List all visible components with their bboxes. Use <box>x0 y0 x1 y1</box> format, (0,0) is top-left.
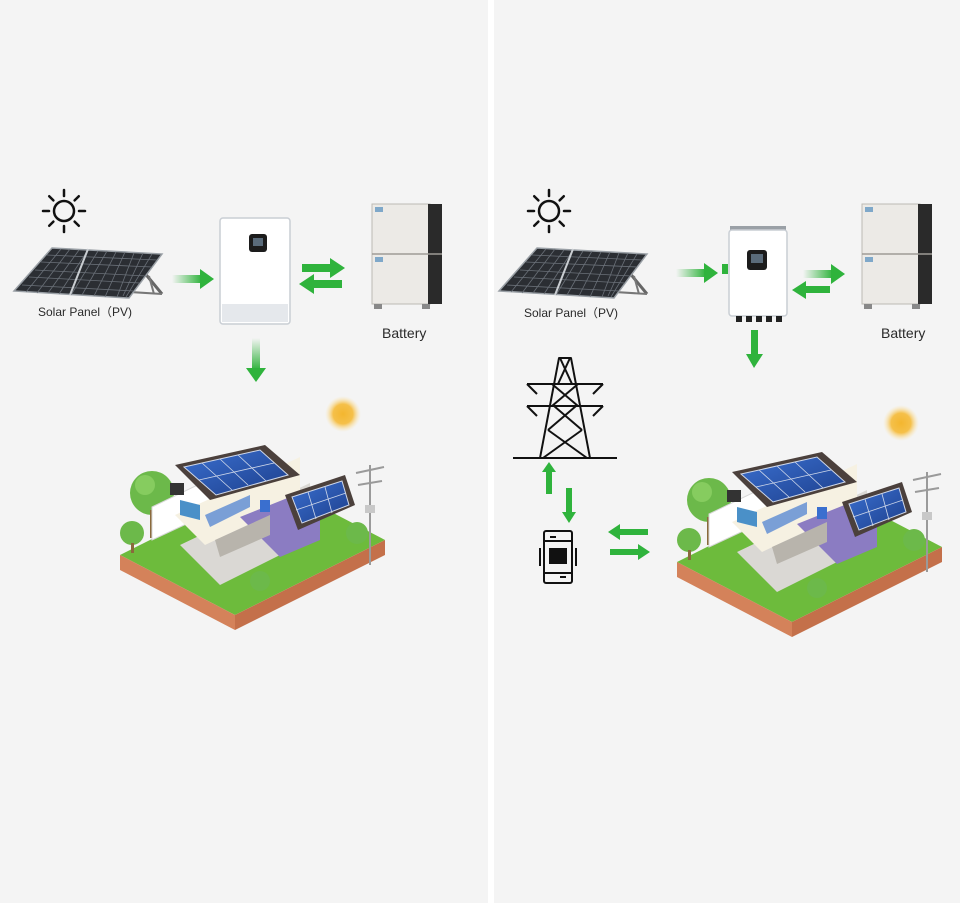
house-icon <box>119 444 386 631</box>
arrow-icon <box>803 264 845 284</box>
house-icon <box>676 451 943 638</box>
inverter-icon <box>722 226 788 322</box>
sun-icon <box>41 188 87 234</box>
arrow-icon <box>608 524 648 540</box>
pylon-icon <box>512 357 618 459</box>
battery-label: Battery <box>881 325 926 341</box>
sun-icon <box>325 396 361 432</box>
battery-icon <box>371 203 443 310</box>
sun-icon <box>883 405 919 441</box>
hybrid-grid-panel <box>494 0 960 903</box>
solar-panel-label: Solar Panel（PV) <box>38 305 133 319</box>
battery-icon <box>861 203 933 310</box>
arrow-icon <box>610 544 650 560</box>
solar-panel-label: Solar Panel（PV) <box>524 306 619 320</box>
arrow-icon <box>746 330 763 368</box>
solar-panel-icon <box>497 246 649 300</box>
arrow-icon <box>676 263 718 283</box>
inverter-icon <box>219 217 291 325</box>
panel-divider <box>488 0 494 903</box>
arrow-icon <box>299 274 342 294</box>
arrow-icon <box>246 338 266 382</box>
arrow-icon <box>302 258 345 278</box>
arrow-icon <box>172 269 214 289</box>
solar-panel-icon <box>12 246 164 300</box>
battery-label: Battery <box>382 325 427 341</box>
arrow-icon <box>562 488 576 523</box>
meter-icon <box>539 530 577 584</box>
sun-icon <box>526 188 572 234</box>
arrow-icon <box>792 281 830 299</box>
arrow-icon <box>542 462 556 494</box>
